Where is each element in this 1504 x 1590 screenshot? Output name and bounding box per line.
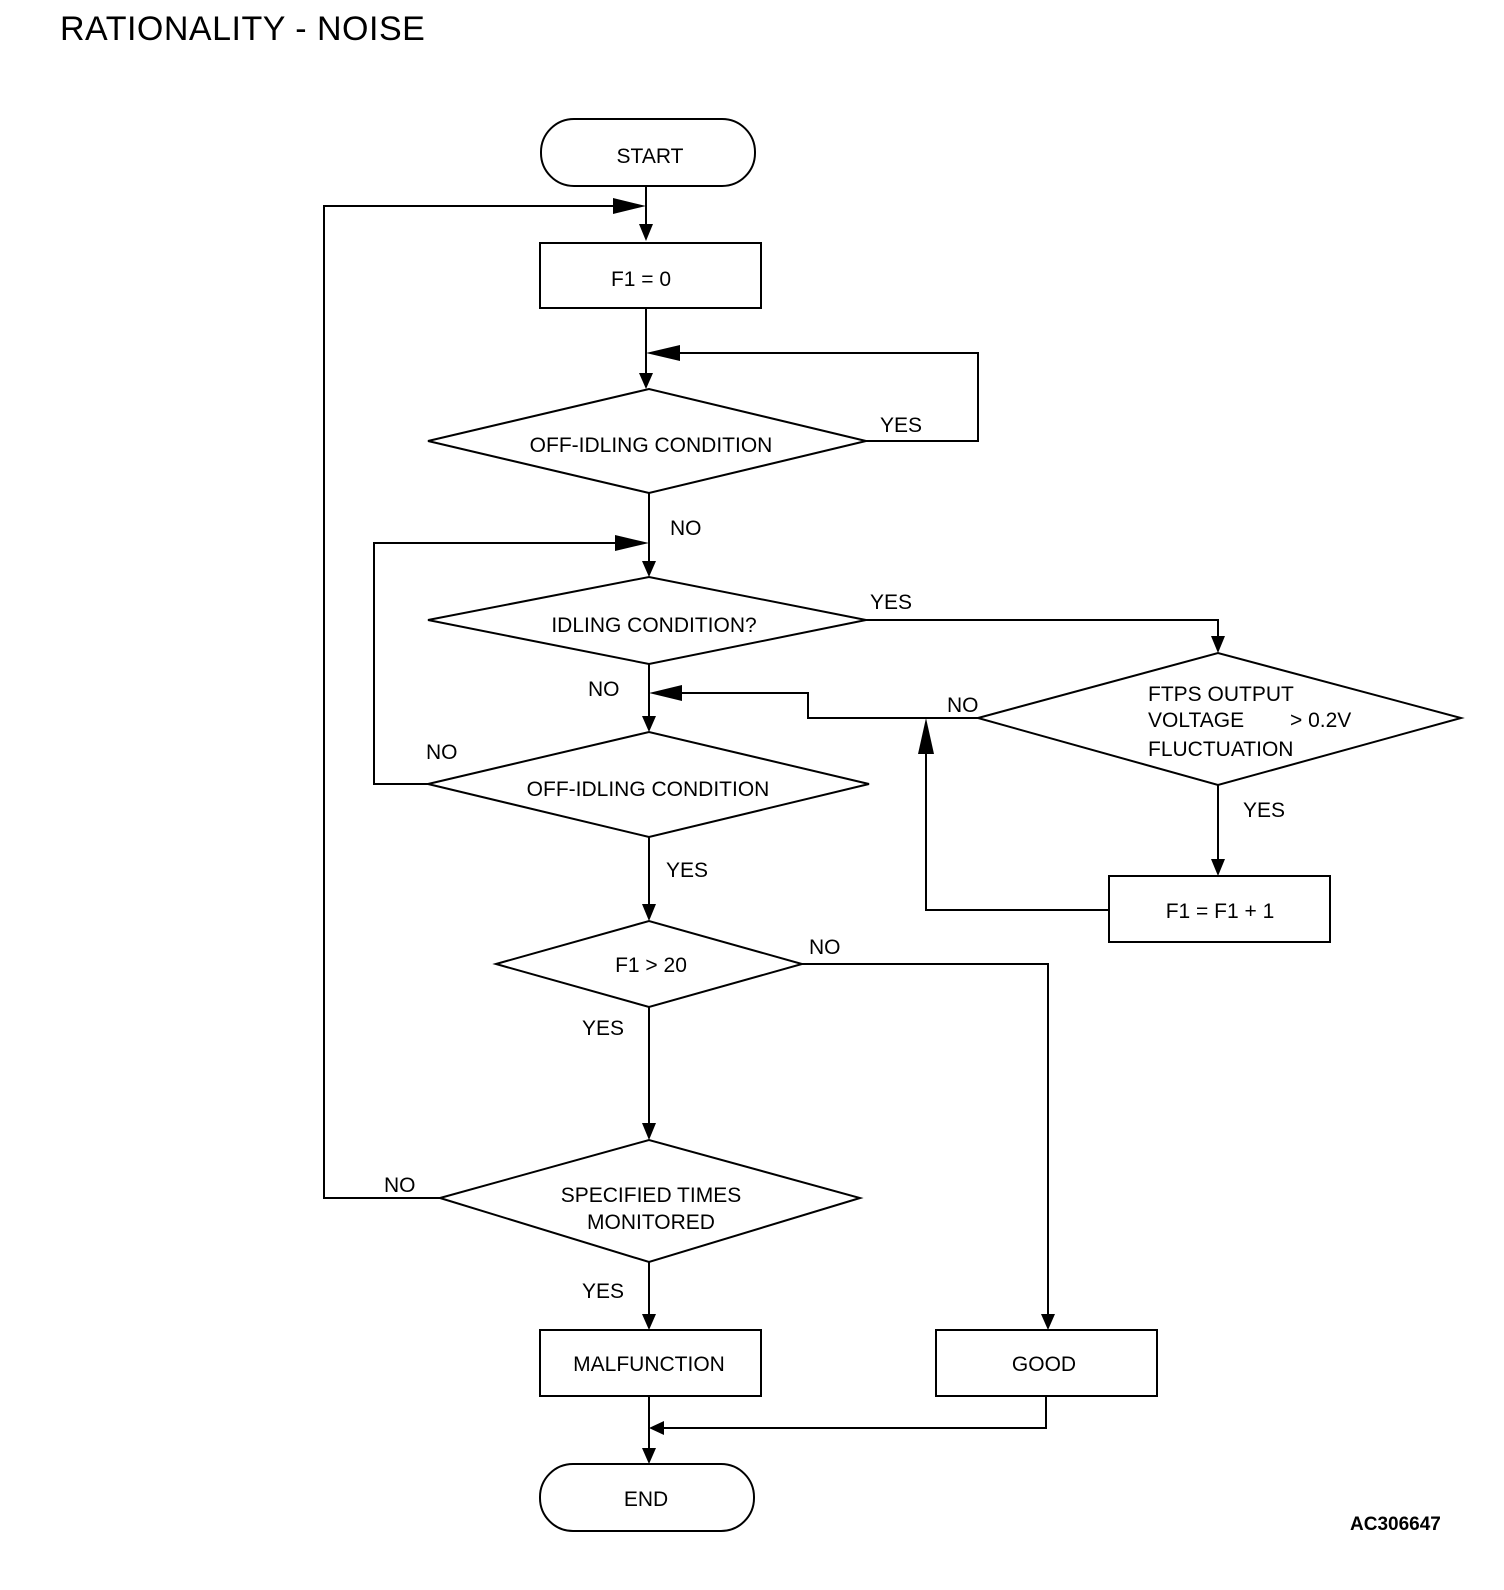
ftps-label-line2a: VOLTAGE	[1148, 709, 1244, 732]
connector-loop-off-idling-yes	[680, 352, 979, 442]
page-title: RATIONALITY - NOISE	[60, 10, 426, 48]
start-terminator	[540, 118, 756, 187]
end-terminator	[539, 1463, 755, 1532]
ftps-label-line3: FLUCTUATION	[1148, 738, 1293, 761]
branch-label-no: NO	[809, 936, 841, 959]
arrowhead	[639, 373, 653, 389]
f1-increment-box	[1108, 875, 1331, 943]
connector-good-join	[664, 1396, 1047, 1429]
arrowhead	[649, 685, 682, 701]
ftps-label-line1: FTPS OUTPUT	[1148, 683, 1294, 706]
off-idling-2-label: OFF-IDLING CONDITION	[527, 778, 770, 801]
f1-check-decision	[492, 919, 806, 1009]
ftps-label-line2b: > 0.2V	[1290, 709, 1351, 732]
ftps-decision	[974, 651, 1465, 787]
arrowhead	[642, 716, 656, 732]
connector-f1-check-no	[802, 963, 1049, 1314]
connector-loop-off-idling2-no	[373, 542, 615, 785]
arrowhead	[1041, 1314, 1055, 1330]
arrowhead	[646, 345, 680, 361]
branch-label-no: NO	[588, 678, 620, 701]
branch-label-yes: YES	[1243, 799, 1285, 822]
branch-label-yes: YES	[582, 1017, 624, 1040]
connector-loop-specified-no	[323, 205, 615, 1199]
branch-label-yes: YES	[582, 1280, 624, 1303]
arrowhead	[642, 1123, 656, 1140]
start-label: START	[617, 145, 684, 168]
idling-label: IDLING CONDITION?	[551, 614, 756, 637]
arrowhead	[649, 1421, 664, 1435]
f1-increment-label: F1 = F1 + 1	[1166, 900, 1275, 923]
end-label: END	[624, 1488, 668, 1511]
arrowhead	[642, 1314, 656, 1330]
branch-label-no: NO	[947, 694, 979, 717]
good-label: GOOD	[1012, 1353, 1076, 1376]
specified-label-line1: SPECIFIED TIMES	[561, 1184, 741, 1207]
malfunction-label: MALFUNCTION	[573, 1353, 725, 1376]
branch-label-no: NO	[384, 1174, 416, 1197]
connector-ftps-no	[682, 692, 978, 719]
arrowhead	[642, 561, 656, 577]
arrowhead	[639, 224, 653, 241]
branch-label-yes: YES	[880, 414, 922, 437]
branch-label-no: NO	[670, 517, 702, 540]
branch-label-yes: YES	[666, 859, 708, 882]
off-idling-1-label: OFF-IDLING CONDITION	[530, 434, 773, 457]
arrowhead	[1211, 636, 1225, 653]
malfunction-box	[539, 1329, 762, 1397]
connector-idling-yes	[866, 619, 1219, 636]
arrowhead	[615, 535, 649, 551]
specified-times-decision	[436, 1138, 864, 1264]
branch-label-yes: YES	[870, 591, 912, 614]
arrowhead	[1211, 859, 1225, 876]
f1-reset-label: F1 = 0	[611, 268, 671, 291]
idling-decision	[427, 575, 867, 666]
arrowhead	[642, 1448, 656, 1464]
connector-increment-loop	[925, 740, 1109, 911]
off-idling-decision-2	[427, 730, 870, 839]
arrowhead	[613, 198, 646, 214]
f1-reset-box	[539, 242, 762, 309]
off-idling-decision-1	[427, 387, 867, 495]
good-box	[935, 1329, 1158, 1397]
branch-label-no: NO	[426, 741, 458, 764]
f1-check-label: F1 > 20	[615, 954, 687, 977]
figure-code: AC306647	[1350, 1514, 1441, 1535]
arrowhead	[642, 904, 656, 921]
specified-label-line2: MONITORED	[587, 1211, 715, 1234]
arrowhead	[918, 718, 934, 754]
